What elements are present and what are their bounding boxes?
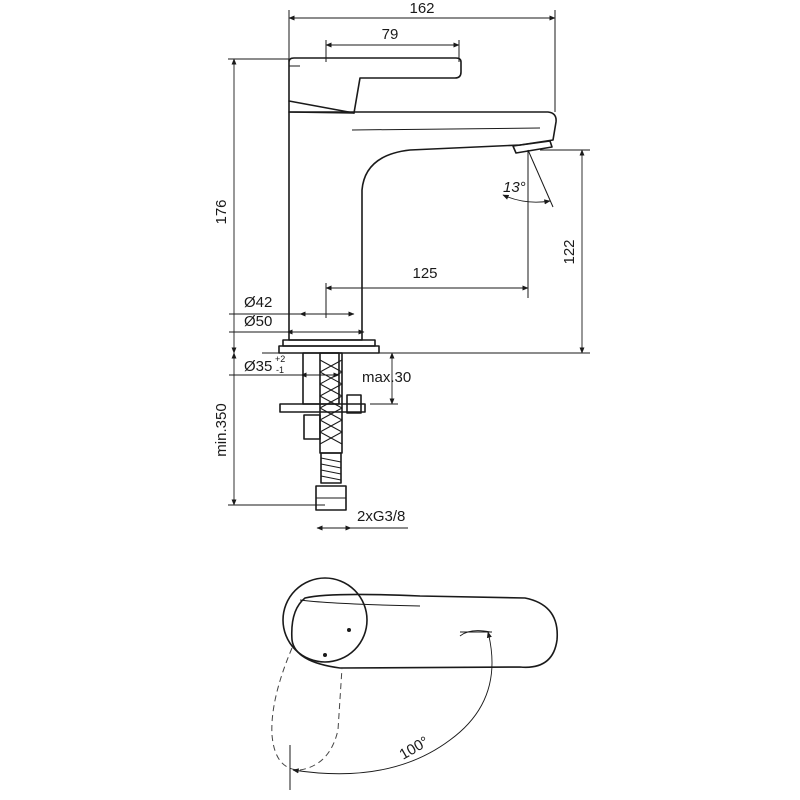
- braided-hose: [319, 352, 343, 484]
- dim-label-79: 79: [382, 26, 399, 43]
- dim-label-max30: max.30: [362, 369, 411, 386]
- dim-label-g38: 2xG3/8: [357, 508, 405, 525]
- pivot-dot-b: [323, 653, 327, 657]
- faucet-body: [288, 111, 557, 341]
- dim-label-35: Ø35: [244, 358, 272, 375]
- spout-highlight: [351, 127, 541, 131]
- rotation-angle-label: 100°: [397, 733, 432, 763]
- lever-top: [290, 593, 558, 669]
- fixing-rod: [303, 414, 321, 440]
- connection-nut: [315, 485, 347, 511]
- lever-handle: [288, 57, 462, 114]
- base-plate: [278, 345, 380, 354]
- dim-label-125: 125: [412, 265, 437, 282]
- fixing-plate: [279, 403, 366, 413]
- side-view: 162 79 176 122 125 Ø42 Ø50 Ø35 +2 -1 max…: [213, 0, 590, 531]
- dim-tolerance-minus: -1: [276, 365, 284, 375]
- base-ring: [282, 339, 376, 347]
- fixing-nut: [346, 394, 362, 414]
- spray-angle-label: 13°: [503, 179, 526, 196]
- rotation-arc: [292, 631, 493, 775]
- dim-label-162: 162: [409, 0, 434, 17]
- lever-top-detail: [299, 599, 491, 637]
- top-view: 100°: [271, 577, 558, 790]
- aerator: [512, 140, 553, 154]
- dim-label-50: Ø50: [244, 313, 272, 330]
- dim-label-min350: min.350: [213, 403, 230, 456]
- dim-label-176: 176: [213, 199, 230, 224]
- dim-label-122: 122: [561, 239, 578, 264]
- spray-angle-arc: [502, 194, 551, 205]
- pivot-dot-a: [347, 628, 351, 632]
- spray-line-angled: [527, 149, 554, 208]
- dim-tolerance-plus: +2: [275, 354, 285, 364]
- dim-label-42: Ø42: [244, 294, 272, 311]
